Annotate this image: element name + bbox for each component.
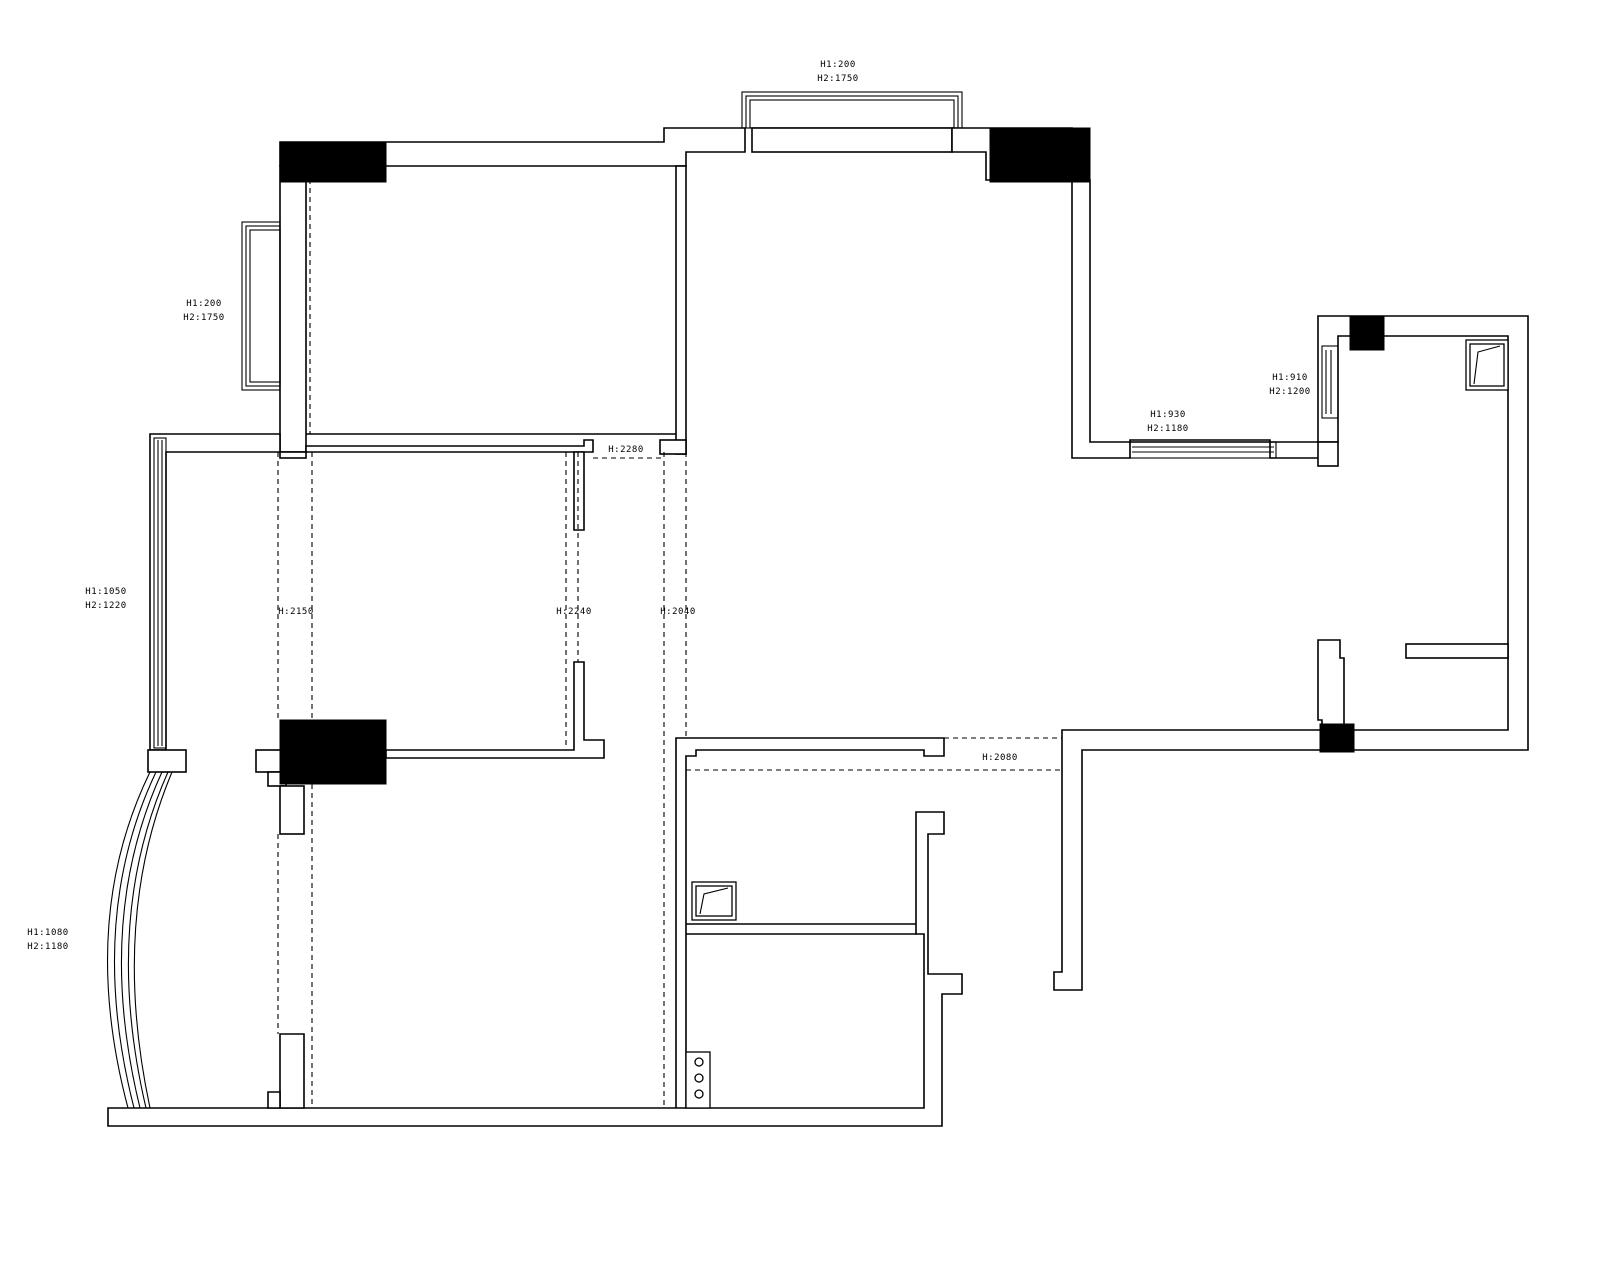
column-right-bottom bbox=[1319, 723, 1355, 753]
right-wing-counter bbox=[1405, 643, 1509, 659]
top-window-frame-outer bbox=[741, 91, 963, 129]
west-wall-joint bbox=[279, 451, 307, 459]
beam-corridor-top-label: H:2280 bbox=[608, 445, 644, 455]
column-mid-left bbox=[279, 719, 387, 785]
bedroom-south-wall bbox=[305, 439, 594, 453]
flue-duct-lower-diagonal bbox=[699, 887, 729, 915]
door-jamb-right bbox=[659, 439, 687, 455]
stove-burner-2 bbox=[694, 1073, 704, 1083]
beam-mid-label: H:2240 bbox=[556, 607, 592, 617]
arc-wall-inner bbox=[133, 771, 173, 1109]
top-window: H1:200 H2:1750 bbox=[741, 60, 963, 153]
upper-left-window-frame-inner bbox=[249, 229, 281, 383]
right-window-vertical bbox=[1321, 345, 1339, 419]
top-window-frame-inner bbox=[749, 99, 955, 129]
beam-left-label: H:2150 bbox=[278, 607, 314, 617]
column-top-left bbox=[279, 141, 387, 183]
flue-duct-upper-diagonal bbox=[1473, 345, 1501, 385]
beam-lines: H:2280 H:2150 H:2240 H:2040 H:2080 bbox=[277, 170, 1062, 1108]
bottom-partition-foot bbox=[267, 1091, 281, 1109]
top-window-sill bbox=[751, 127, 953, 153]
column-right-wing bbox=[1349, 315, 1385, 351]
kitchen-east-wall bbox=[107, 811, 963, 1127]
beam-lower-right-label: H:2080 bbox=[982, 753, 1018, 763]
right-window-v-h2-label: H2:1200 bbox=[1269, 387, 1310, 397]
right-wing-jamb bbox=[1317, 441, 1339, 467]
upper-left-window-frame-mid bbox=[245, 225, 281, 387]
upper-left-window-frame-outer bbox=[241, 221, 281, 391]
flue-duct-upper-inner bbox=[1469, 343, 1505, 387]
left-mid-window-h2-label: H2:1220 bbox=[85, 601, 126, 611]
partition-wall-vertical bbox=[675, 165, 687, 455]
west-column-stub bbox=[147, 749, 187, 773]
top-window-frame-mid bbox=[745, 95, 959, 129]
west-outer-wall-mid bbox=[149, 433, 281, 751]
left-mid-window-h1-label: H1:1050 bbox=[85, 587, 126, 597]
west-wall-upper bbox=[279, 165, 307, 453]
bottom-partition-stub bbox=[279, 1033, 305, 1109]
arc-line-2 bbox=[113, 771, 157, 1109]
mid-column-stub-low bbox=[279, 785, 305, 835]
left-upper-window-h1-label: H1:200 bbox=[186, 299, 222, 309]
right-wing-partition-stub bbox=[1317, 639, 1345, 731]
flue-duct-lower-inner bbox=[695, 885, 733, 917]
lower-middle-walls bbox=[107, 729, 1323, 1127]
left-mid-window bbox=[153, 437, 167, 749]
right-window-h-h2-label: H2:1180 bbox=[1147, 424, 1188, 434]
arc-line-4 bbox=[127, 771, 169, 1109]
left-arc-window: H1:1080 H2:1180 bbox=[27, 771, 305, 1109]
left-arc-window-h2-label: H2:1180 bbox=[27, 942, 68, 952]
structural-columns bbox=[279, 127, 1385, 785]
upper-left-window: H1:200 H2:1750 H1:1050 H2:1220 bbox=[85, 221, 281, 611]
stove-burner-1 bbox=[694, 1057, 704, 1067]
left-upper-window-h2-label: H2:1750 bbox=[183, 313, 224, 323]
arc-line-3 bbox=[120, 771, 163, 1109]
corridor-south-east-wall bbox=[1053, 729, 1323, 991]
left-arc-window-h1-label: H1:1080 bbox=[27, 928, 68, 938]
column-top-right bbox=[989, 127, 1091, 183]
mid-room-east-wall-lower bbox=[385, 661, 605, 759]
right-wing-walls: H1:910 H2:1200 H1:930 H2:1180 bbox=[1129, 315, 1529, 751]
top-window-h1-label: H1:200 bbox=[820, 60, 856, 70]
top-window-h2-label: H2:1750 bbox=[817, 74, 858, 84]
stove-burner-3 bbox=[694, 1089, 704, 1099]
left-mid-room-walls bbox=[147, 433, 605, 835]
right-window-h-h1-label: H1:930 bbox=[1150, 410, 1186, 420]
beam-right-label: H:2040 bbox=[660, 607, 696, 617]
north-wall-left bbox=[279, 127, 746, 167]
right-window-horizontal bbox=[1129, 441, 1277, 459]
right-window-v-h1-label: H1:910 bbox=[1272, 373, 1308, 383]
mid-room-east-wall-upper bbox=[573, 451, 585, 531]
arc-wall-outer bbox=[106, 771, 151, 1109]
